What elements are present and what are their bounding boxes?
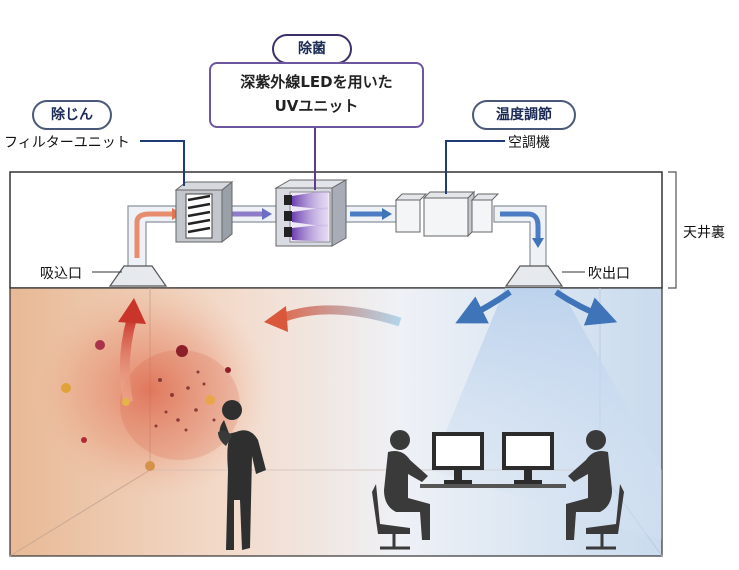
coughing-person-silhouette: [218, 400, 266, 550]
return-arrowhead: [264, 306, 288, 332]
uv-unit-description: 深紫外線LEDを用いた UVユニット: [209, 62, 424, 128]
filter-leader-line: [140, 140, 185, 186]
sterilization-badge: 除菌: [272, 34, 352, 64]
filter-unit: [174, 180, 234, 244]
uv-desc-line2: UVユニット: [274, 97, 359, 115]
duct-flow-arrow-1: [134, 211, 172, 258]
contamination-cloud: [30, 280, 270, 500]
air-conditioner-unit: [394, 190, 500, 238]
outlet-label: 吹出口: [588, 266, 630, 282]
air-conditioner-label: 空調機: [508, 135, 550, 151]
contamination-cloud-inner: [120, 350, 240, 460]
duct-flow-arrowhead-2: [262, 208, 272, 220]
dust-removal-badge: 除じん: [32, 100, 112, 130]
warm-arrowhead: [118, 298, 146, 324]
intake-vent: [108, 265, 168, 287]
duct-flow-arrow-4: [500, 211, 541, 238]
uv-unit: [274, 179, 348, 247]
outlet-left-arrow: [455, 289, 512, 324]
worker-right-silhouette: [566, 430, 624, 550]
outlet-right-arrow: [554, 289, 618, 326]
airborne-particles: [61, 340, 231, 471]
uv-desc-line1: 深紫外線LEDを用いた: [240, 73, 393, 91]
duct-flow-arrowhead-3: [382, 208, 392, 220]
worker-left-silhouette: [372, 430, 430, 550]
ac-leader-line: [445, 140, 505, 194]
office-desk-scene: [420, 432, 566, 488]
room-return-arrow: [280, 305, 402, 327]
ceiling-bracket: [668, 171, 677, 289]
temperature-control-badge: 温度調節: [472, 100, 576, 130]
warm-air-rising-arrow: [119, 316, 137, 403]
intake-label: 吸込口: [40, 266, 82, 282]
filter-unit-label: フィルターユニット: [4, 135, 130, 151]
outlet-vent: [504, 265, 564, 287]
duct-flow-arrowhead-4: [532, 238, 544, 248]
ceiling-space-label: 天井裏: [683, 225, 725, 241]
